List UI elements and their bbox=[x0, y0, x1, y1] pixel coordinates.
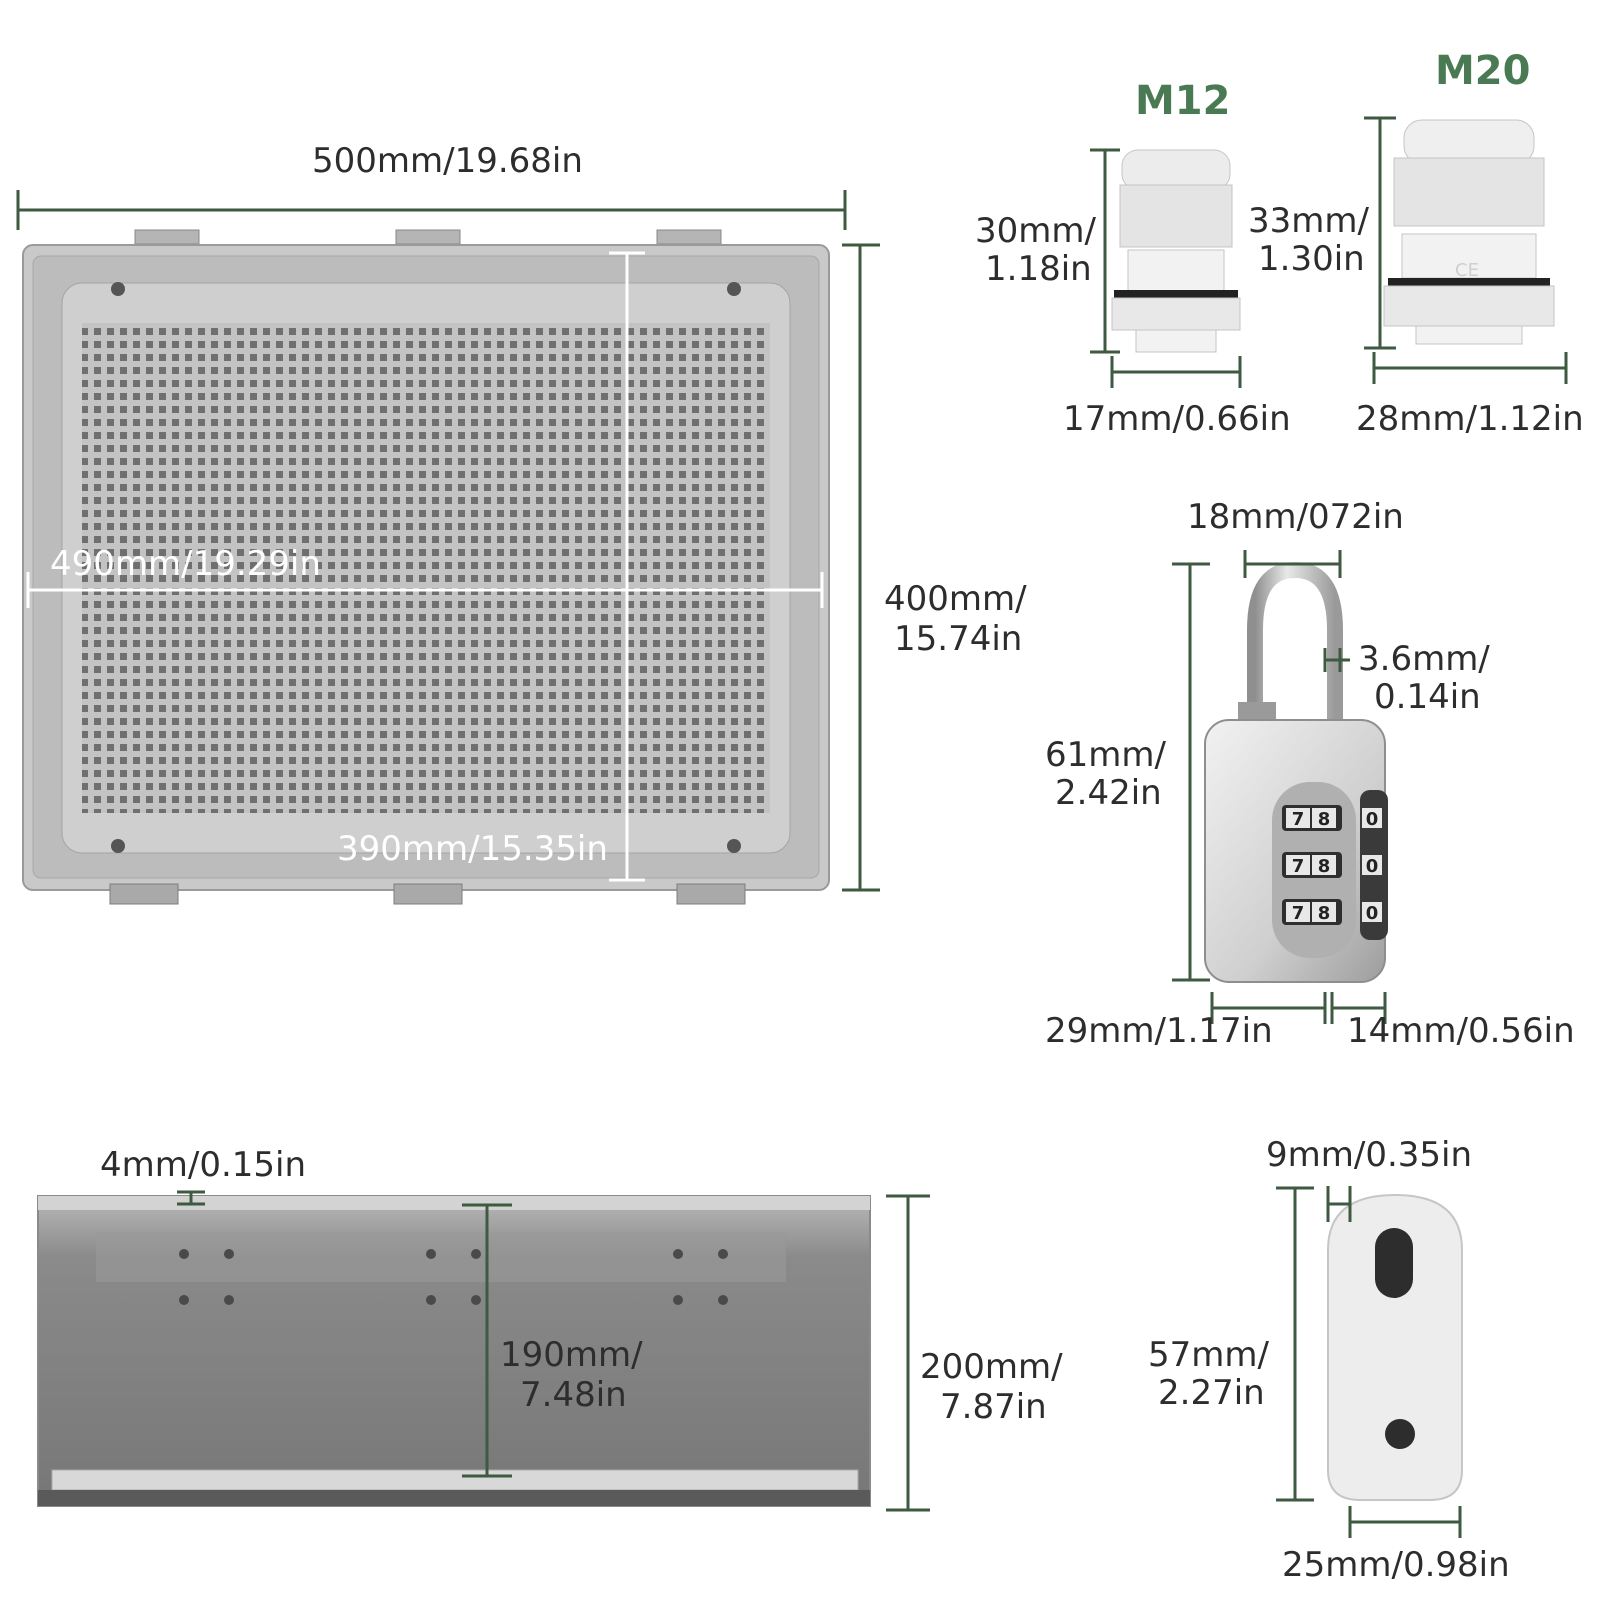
round-hole bbox=[1385, 1419, 1415, 1449]
enclosure-inner-height-label: 390mm/15.35in bbox=[337, 829, 608, 869]
enclosure-front-dimensions bbox=[16, 190, 880, 892]
slot-hole bbox=[1375, 1228, 1413, 1298]
enclosure-height-label-line1: 400mm/ bbox=[884, 579, 1027, 619]
mounting-bracket bbox=[1327, 1193, 1463, 1501]
dial-digit: 8 bbox=[1318, 856, 1331, 877]
padlock-shackle-thickness-line1: 3.6mm/ bbox=[1358, 639, 1490, 679]
gland-m20-title: M20 bbox=[1435, 48, 1531, 94]
combination-dials: 7 8 0 7 8 0 7 8 0 bbox=[1282, 805, 1382, 925]
dial-digit: 8 bbox=[1318, 903, 1331, 924]
gland-m12-height-line2: 1.18in bbox=[985, 249, 1092, 289]
bracket-height-line2: 2.27in bbox=[1158, 1373, 1265, 1413]
latch-bottom-right bbox=[676, 883, 746, 905]
cable-gland-m12 bbox=[1111, 149, 1241, 353]
screw-icon bbox=[727, 282, 741, 296]
enclosure-width-label: 500mm/19.68in bbox=[312, 141, 583, 181]
gland-m20-dimensions bbox=[1364, 116, 1568, 384]
bracket-dimensions bbox=[1276, 1186, 1462, 1538]
bracket-width-label: 25mm/0.98in bbox=[1282, 1545, 1510, 1585]
screw-icon bbox=[111, 282, 125, 296]
padlock: 7 8 0 7 8 0 7 8 0 bbox=[1204, 561, 1388, 983]
enclosure-inner-width-label: 490mm/19.29in bbox=[50, 544, 321, 584]
padlock-shackle bbox=[1247, 561, 1343, 720]
ce-mark: CE bbox=[1455, 260, 1479, 281]
dial-digit: 0 bbox=[1366, 856, 1379, 877]
padlock-dimensions bbox=[1172, 550, 1387, 1024]
hinge-top-left bbox=[134, 229, 200, 245]
gland-m12-dimensions bbox=[1090, 148, 1242, 388]
padlock-shackle-thickness-line2: 0.14in bbox=[1374, 677, 1481, 717]
dial-digit: 0 bbox=[1366, 809, 1379, 830]
screw-icon bbox=[111, 839, 125, 853]
wall-thickness-label: 4mm/0.15in bbox=[100, 1145, 307, 1185]
dial-digit: 8 bbox=[1318, 809, 1331, 830]
padlock-shackle-width-label: 18mm/072in bbox=[1187, 497, 1404, 537]
padlock-body-depth-label: 14mm/0.56in bbox=[1347, 1011, 1575, 1051]
enclosure-height-label-line2: 15.74in bbox=[894, 619, 1023, 659]
padlock-body-width-label: 29mm/1.17in bbox=[1045, 1011, 1273, 1051]
inner-depth-label-line2: 7.48in bbox=[520, 1375, 627, 1415]
depth-label-line1: 200mm/ bbox=[920, 1347, 1063, 1387]
enclosure-side-view bbox=[37, 1195, 871, 1507]
gland-m12-width-label: 17mm/0.66in bbox=[1063, 399, 1291, 439]
dial-digit: 7 bbox=[1292, 809, 1305, 830]
dial-digit: 0 bbox=[1366, 903, 1379, 924]
bracket-thickness-label: 9mm/0.35in bbox=[1266, 1135, 1473, 1175]
perforated-area bbox=[82, 323, 770, 813]
screw-icon bbox=[727, 839, 741, 853]
enclosure-side-dimensions bbox=[177, 1190, 930, 1512]
bracket-height-line1: 57mm/ bbox=[1148, 1335, 1269, 1375]
inner-depth-label-line1: 190mm/ bbox=[500, 1335, 643, 1375]
gland-m20-height-line1: 33mm/ bbox=[1248, 201, 1369, 241]
gland-m12-height-line1: 30mm/ bbox=[975, 211, 1096, 251]
gland-m20-width-label: 28mm/1.12in bbox=[1356, 399, 1584, 439]
dial-digit: 7 bbox=[1292, 856, 1305, 877]
hinge-top-middle bbox=[395, 229, 461, 245]
latch-bottom-left bbox=[109, 883, 179, 905]
cable-gland-m20 bbox=[1383, 119, 1555, 345]
depth-label-line2: 7.87in bbox=[940, 1387, 1047, 1427]
enclosure-front-view bbox=[22, 229, 830, 905]
gland-m12-title: M12 bbox=[1135, 78, 1231, 124]
padlock-height-line1: 61mm/ bbox=[1045, 735, 1166, 775]
hinge-top-right bbox=[656, 229, 722, 245]
dial-digit: 7 bbox=[1292, 903, 1305, 924]
latch-bottom-middle bbox=[393, 883, 463, 905]
gland-m20-height-line2: 1.30in bbox=[1258, 239, 1365, 279]
padlock-height-line2: 2.42in bbox=[1055, 773, 1162, 813]
